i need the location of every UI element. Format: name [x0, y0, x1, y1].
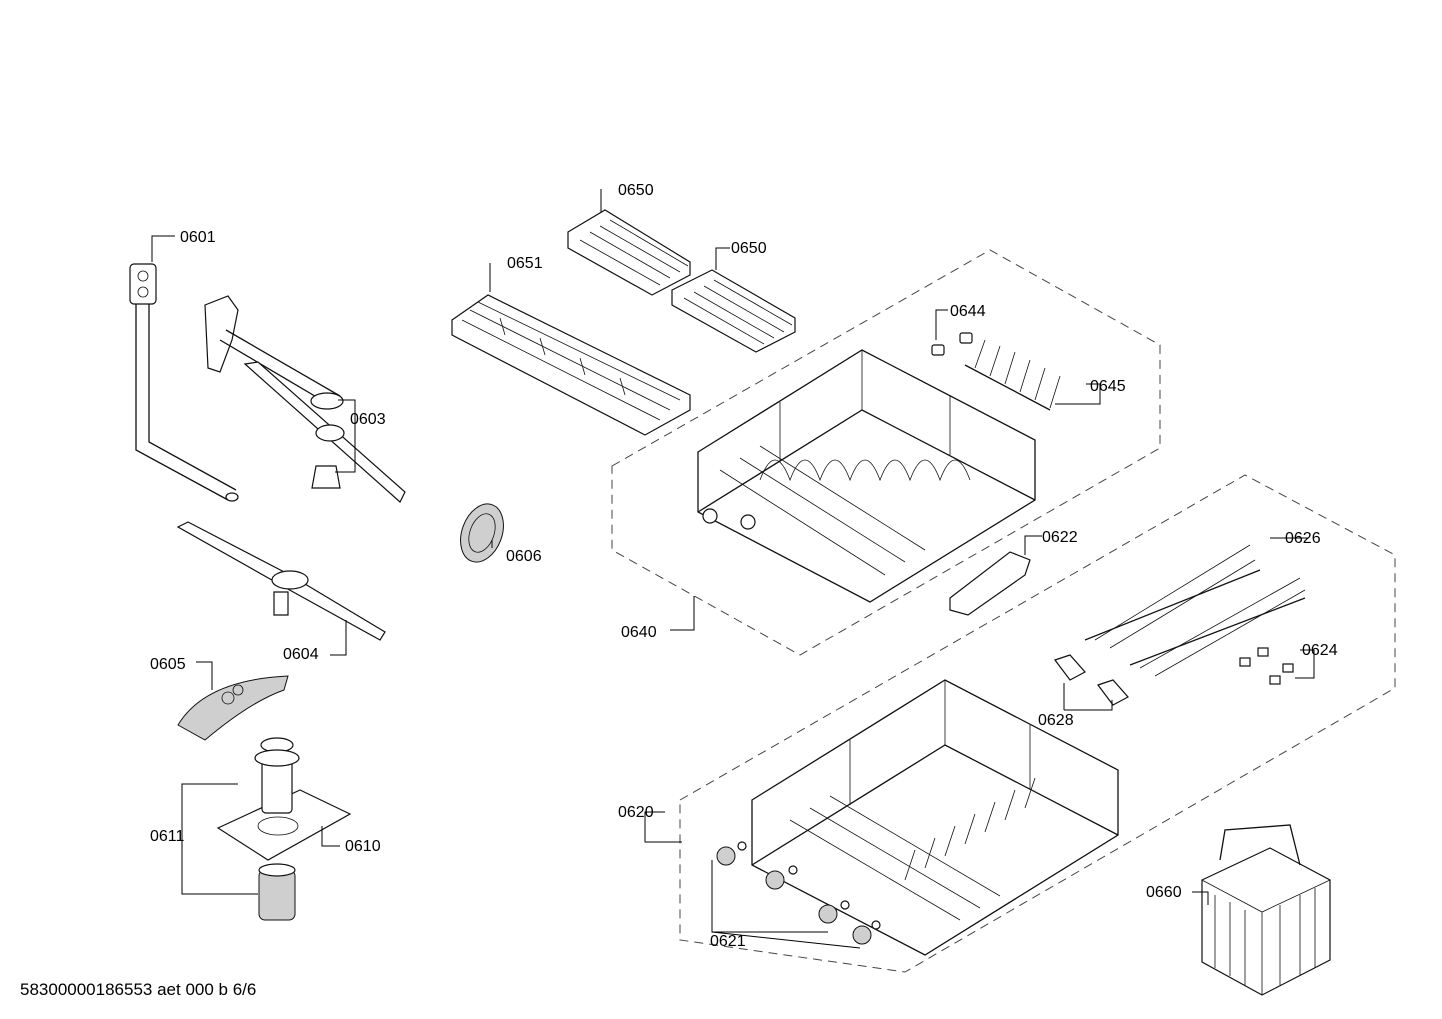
fine-filter-disk[interactable] [453, 498, 511, 568]
label-0650-second: 0650 [731, 240, 767, 257]
label-0601: 0601 [180, 229, 216, 246]
label-0628: 0628 [1038, 712, 1074, 729]
label-0621: 0621 [710, 933, 746, 950]
cup-shelf-1[interactable] [567, 209, 691, 296]
folding-spikes-set[interactable] [1084, 544, 1306, 677]
label-0610: 0610 [345, 838, 381, 855]
spike-bearing-clips[interactable] [1239, 647, 1294, 685]
label-0651: 0651 [507, 255, 543, 272]
lower-spray-arm[interactable] [176, 521, 386, 641]
upper-spray-arm-assembly[interactable] [204, 295, 406, 503]
label-0644: 0644 [950, 303, 986, 320]
upper-basket-group-boundary [611, 249, 1161, 656]
filter-cover-plate[interactable] [177, 675, 289, 741]
cutlery-tray[interactable] [451, 294, 691, 436]
label-0626: 0626 [1285, 530, 1321, 547]
label-0606: 0606 [506, 548, 542, 565]
label-0650-first: 0650 [618, 182, 654, 199]
label-0620: 0620 [618, 804, 654, 821]
label-0640: 0640 [621, 624, 657, 641]
cup-shelf-2[interactable] [671, 269, 796, 353]
upper-basket[interactable] [697, 349, 1036, 603]
leader-lines [151, 189, 1315, 949]
document-code: 58300000186553 aet 000 b 6/6 [20, 980, 257, 999]
micro-filter-assembly[interactable] [216, 737, 352, 921]
label-0611: 0611 [150, 828, 185, 845]
label-0604: 0604 [283, 646, 319, 663]
lower-basket[interactable] [751, 679, 1119, 956]
knife-rack-clips[interactable] [931, 332, 973, 356]
lower-basket-group-boundary [679, 474, 1396, 973]
label-0645: 0645 [1090, 378, 1126, 395]
water-supply-pipe[interactable] [129, 263, 239, 502]
label-0605: 0605 [150, 656, 186, 673]
label-0603: 0603 [350, 411, 386, 428]
spike-holders[interactable] [1054, 654, 1129, 706]
basket-handle[interactable] [949, 551, 1031, 616]
basket-wheels[interactable] [716, 841, 881, 945]
label-0660: 0660 [1146, 884, 1182, 901]
folding-tine-rack-upper[interactable] [964, 339, 1061, 411]
label-0624: 0624 [1302, 642, 1338, 659]
label-0622: 0622 [1042, 529, 1078, 546]
cutlery-basket[interactable] [1201, 824, 1331, 996]
